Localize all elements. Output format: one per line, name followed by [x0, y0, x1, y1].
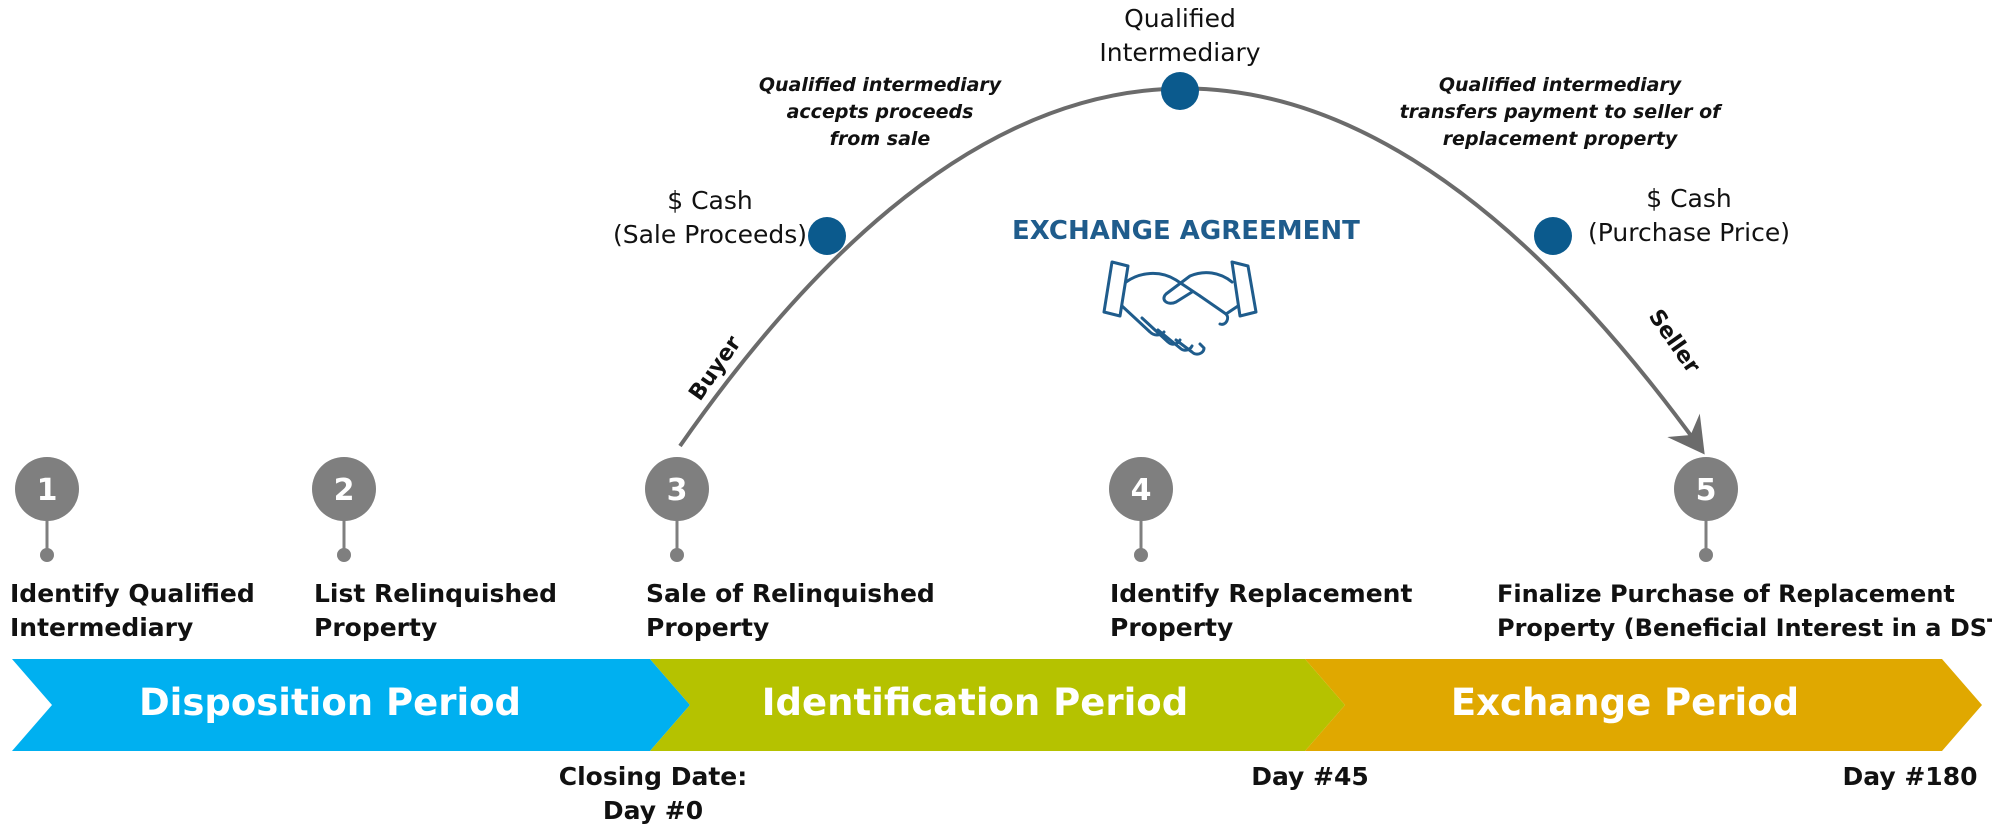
exchange-agreement-title: EXCHANGE AGREEMENT [1012, 216, 1360, 246]
day-closing-line1: Closing Date: [558, 762, 748, 791]
step-1-label-line2: Intermediary [10, 613, 194, 642]
seller-label: Seller [1643, 305, 1705, 378]
note-right-line3: replacement property [1442, 128, 1678, 150]
purchase-price-line1: $ Cash [1646, 184, 1732, 213]
step-2-label: List Relinquished Property [314, 577, 557, 645]
purchase-price-line2: (Purchase Price) [1588, 218, 1790, 247]
step-4-label-line1: Identify Replacement [1110, 579, 1413, 608]
step-5-label-line2: Property (Beneficial Interest in a DST) [1497, 614, 1992, 642]
step-1-label: Identify Qualified Intermediary [10, 577, 255, 645]
step-number: 1 [37, 473, 58, 508]
step-2-label-line1: List Relinquished [314, 579, 557, 608]
note-right-line1: Qualified intermediary [1438, 74, 1682, 96]
day-marker-45: Day #45 [1230, 760, 1390, 794]
note-right-line2: transfers payment to seller of [1399, 101, 1721, 123]
period-bar-exchange [1305, 659, 1982, 751]
step-1-label-line1: Identify Qualified [10, 579, 255, 608]
day-marker-180: Day #180 [1830, 760, 1990, 794]
arc-node-sale-proceeds [808, 217, 846, 255]
step-3-label-line1: Sale of Relinquished [646, 579, 935, 608]
day-180-line1: Day #180 [1842, 762, 1978, 791]
step-circle [312, 457, 376, 521]
qualified-intermediary-label: Qualified Intermediary [1080, 2, 1280, 70]
step-3-label-line2: Property [646, 613, 770, 642]
day-45-line1: Day #45 [1251, 762, 1369, 791]
step-5-label: Finalize Purchase of Replacement Propert… [1497, 577, 1992, 645]
step-1: 1 [15, 457, 79, 521]
step-3-label: Sale of Relinquished Property [646, 577, 935, 645]
step-number: 5 [1696, 473, 1717, 508]
step-circle [15, 457, 79, 521]
note-accepts-proceeds: Qualified intermediary accepts proceeds … [730, 72, 1030, 153]
sale-proceeds-line1: $ Cash [667, 186, 753, 215]
arc-node-qualified-intermediary [1161, 72, 1199, 110]
step-circle [1674, 457, 1738, 521]
period-label-disposition: Disposition Period [138, 681, 522, 724]
step-stems [45, 489, 1708, 555]
period-bar-disposition [12, 659, 690, 751]
qualified-intermediary-line2: Intermediary [1099, 38, 1261, 67]
period-label-exchange: Exchange Period [1450, 681, 1800, 724]
note-left-line1: Qualified intermediary [758, 74, 1002, 96]
arc-node-purchase-price [1534, 217, 1572, 255]
step-5: 5 [1674, 457, 1738, 521]
step-2-label-line2: Property [314, 613, 438, 642]
note-left-line2: accepts proceeds [786, 101, 974, 123]
step-circle [1109, 457, 1173, 521]
note-transfers-payment: Qualified intermediary transfers payment… [1390, 72, 1730, 153]
step-4-label: Identify Replacement Property [1110, 577, 1412, 645]
note-left-line3: from sale [829, 128, 931, 150]
sale-proceeds-line2: (Sale Proceeds) [612, 220, 808, 249]
day-closing-line2: Day #0 [602, 796, 704, 825]
purchase-price-label: $ Cash (Purchase Price) [1584, 182, 1794, 250]
step-4-label-line2: Property [1110, 613, 1234, 642]
step-2: 2 [312, 457, 376, 521]
sale-proceeds-label: $ Cash (Sale Proceeds) [610, 184, 810, 252]
step-stem-dots [40, 548, 1713, 562]
day-marker-closing: Closing Date: Day #0 [553, 760, 753, 828]
step-circle [645, 457, 709, 521]
step-3: 3 [645, 457, 709, 521]
step-number: 3 [667, 473, 688, 508]
step-number: 4 [1131, 473, 1152, 508]
qualified-intermediary-line1: Qualified [1124, 4, 1236, 33]
period-label-identification: Identification Period [761, 681, 1189, 724]
step-5-label-line1: Finalize Purchase of Replacement [1497, 580, 1955, 608]
period-bar-identification [650, 659, 1345, 751]
step-4: 4 [1109, 457, 1173, 521]
handshake-icon [1102, 260, 1258, 356]
step-number: 2 [334, 473, 355, 508]
